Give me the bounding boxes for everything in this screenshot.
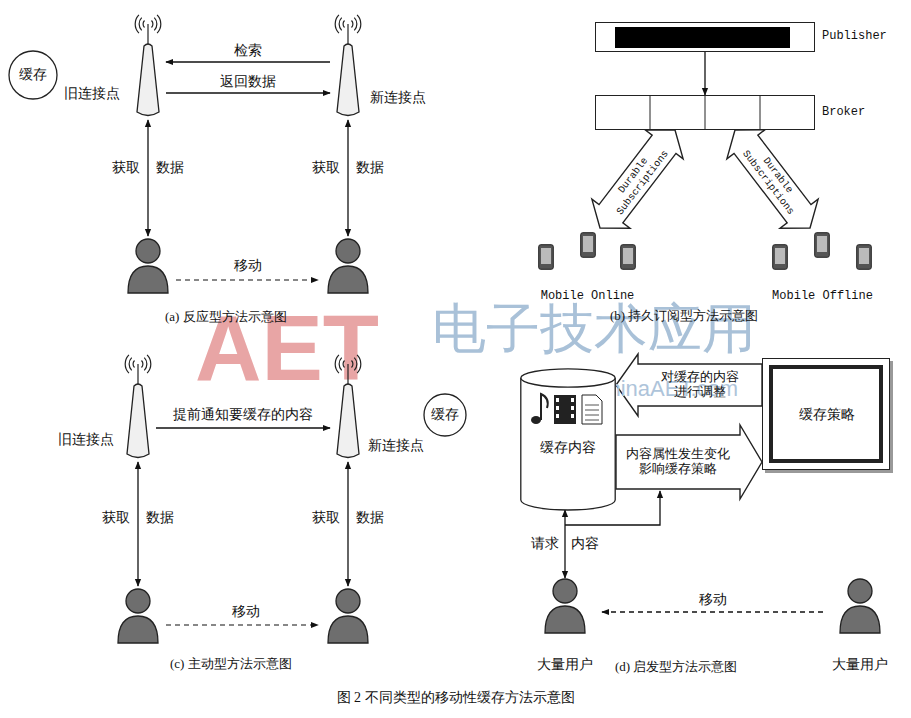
move-label: 移动 [234,258,262,274]
phone-icon [621,245,636,270]
user-node: 大量用户 [823,578,897,673]
fetch-arrow [147,120,148,236]
tower-outline [330,350,366,460]
cache-circle: 缓存 [8,50,58,100]
block-arrow [616,425,762,499]
node-text: 新连接点 [370,90,426,106]
user-icon [118,589,158,643]
media-icons [531,394,602,424]
fetch-arrow [347,462,348,586]
node-text: Mobile Online [541,290,635,304]
node-text: 新连接点 [368,438,424,454]
tower-outline [130,10,166,118]
connector-arrow [704,52,705,95]
tower-outline [120,350,156,460]
phone-icon [539,245,554,270]
edge-label: Durable Subscriptions [603,139,672,220]
fetch-arrow [347,120,348,236]
edge-label: 检索 [232,43,264,59]
node-text: Broker [822,106,865,120]
user-icon [128,239,168,293]
cyl-outline [520,368,616,510]
user-icon [328,239,368,293]
publisher-bar [615,27,790,48]
connector-arrow [602,611,823,612]
broker-cell-divider [650,95,651,130]
node-text: 缓存 [19,67,47,83]
phone-icon [773,245,788,270]
phone-icon [815,233,830,258]
block-arrow [592,130,683,229]
edge-label: 移动 [697,592,729,608]
connector-arrow [166,61,330,62]
strategy-box: 缓存策略 [762,358,890,470]
panel-caption: (d) 启发型方法示意图 [615,660,737,675]
tower-outline [330,10,366,118]
figure-caption: 图 2 不同类型的移动性缓存方法示意图 [337,690,575,706]
connector-arrow [564,510,565,578]
flow-label: 数据 [356,510,384,526]
access-point: 新连接点 [330,350,366,460]
node-text: 缓存策略 [799,407,855,423]
node-text: Publisher [822,30,887,44]
cache-cylinder: 缓存内容 [520,368,616,510]
cache-circle: 缓存 [423,393,467,437]
access-point: 旧连接点 [120,350,156,460]
flow-label: 数据 [146,510,174,526]
broker-cell-divider [705,95,706,130]
flow-label: 获取 [112,160,140,176]
access-point: 新连接点 [330,10,366,118]
connector-arrow [166,92,330,93]
panel-caption: (b) 持久订阅型方法示意图 [610,309,758,324]
edge-label: Durable Subscriptions [738,139,807,220]
mobile-group: Mobile Online [530,228,645,304]
panel-caption: (c) 主动型方法示意图 [170,657,292,672]
block-arrow [727,130,818,229]
node-text: 缓存 [431,407,459,423]
connector-arrow [156,427,330,428]
access-point: 旧连接点 [130,10,166,118]
flow-label: 内容 [571,536,599,552]
edge-label: 返回数据 [218,74,278,90]
user-icon [328,589,368,643]
flow-label: 数据 [156,160,184,176]
panel-caption: (a) 反应型方法示意图 [165,310,287,325]
phone-icon [857,245,872,270]
fetch-arrow [137,462,138,586]
watermark: 电子技术应用 [432,298,756,360]
publisher-box: Publisher [595,22,815,52]
phone-icon [581,233,596,258]
mobile-group: Mobile Offline [765,228,880,304]
node-text: 旧连接点 [58,432,114,448]
edge-label: 内容属性发生变化 影响缓存策略 [622,447,734,477]
flow-label: 获取 [102,510,130,526]
node-text: 大量用户 [537,657,593,673]
node-text: 大量用户 [832,657,888,673]
edge-label: 对缓存的内容 进行调整 [655,370,745,400]
edge-label: 提前通知要缓存的内容 [171,407,315,423]
move-arrow [166,624,318,625]
move-arrow [176,279,318,280]
node-text: 缓存内容 [540,440,596,456]
node-text: Mobile Offline [772,290,873,304]
flow-label: 数据 [356,160,384,176]
flow-label: 请求 [531,536,559,552]
move-label: 移动 [232,604,260,620]
broker-box: Broker [595,95,815,130]
broker-cell-divider [760,95,761,130]
flow-label: 获取 [312,160,340,176]
user-node: 大量用户 [528,578,602,673]
flow-label: 获取 [312,510,340,526]
node-text: 旧连接点 [64,86,120,102]
